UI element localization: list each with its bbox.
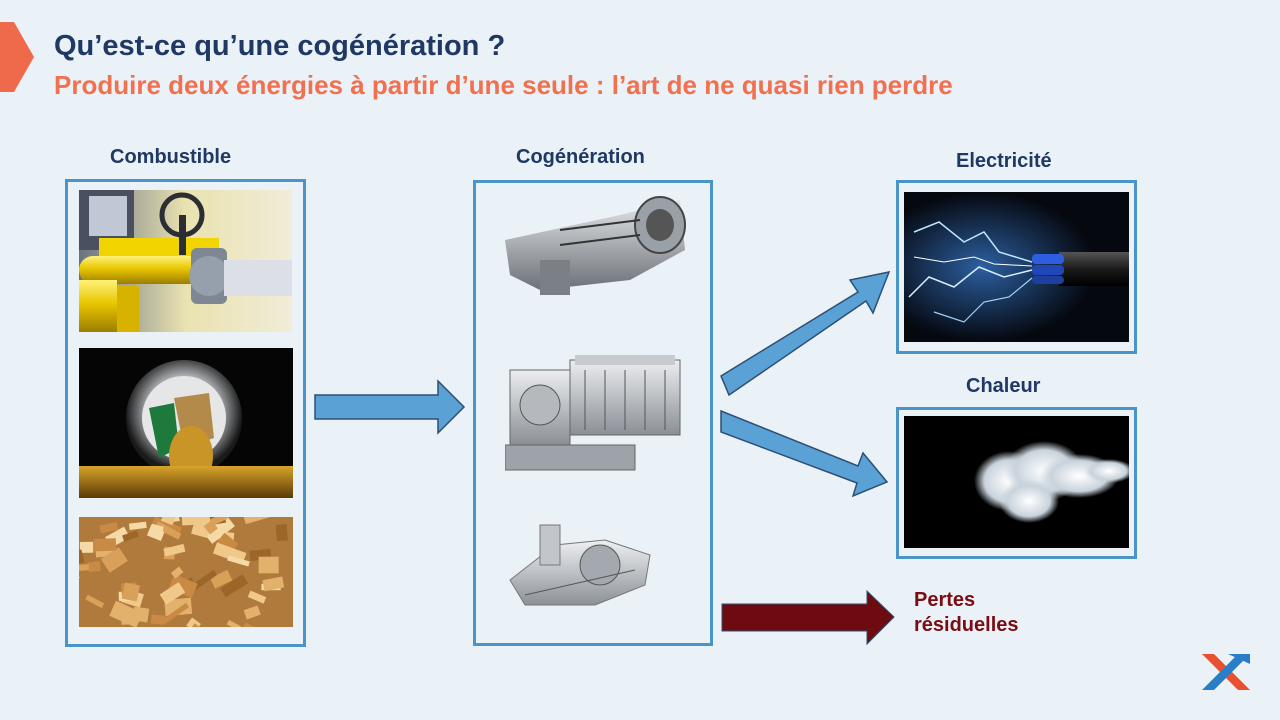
fuel-to-cogen-arrow xyxy=(315,381,464,433)
electricity-label: Electricité xyxy=(956,150,1052,173)
losses-label-line2: résiduelles xyxy=(914,613,1019,638)
heat-label: Chaleur xyxy=(966,375,1040,398)
cogeneration-label: Cogénération xyxy=(516,146,645,169)
cogen-to-electricity-arrow xyxy=(721,272,889,395)
losses-arrow xyxy=(722,591,894,644)
wood-chips-photo xyxy=(79,517,293,627)
gas-engine-image xyxy=(505,350,685,475)
electricity-cable-photo xyxy=(904,192,1129,342)
fuel-oil-photo xyxy=(79,348,293,498)
steam-cloud-photo xyxy=(904,416,1129,548)
gas-turbine-image xyxy=(500,195,690,310)
corner-accent-shape xyxy=(0,0,40,100)
losses-label-line1: Pertes xyxy=(914,588,1019,613)
gas-pipe-photo xyxy=(79,190,292,332)
page-subtitle: Produire deux énergies à partir d’une se… xyxy=(54,70,953,101)
losses-label: Pertes résiduelles xyxy=(914,588,1019,638)
page-title: Qu’est-ce qu’une cogénération ? xyxy=(54,30,505,63)
steam-turbine-image xyxy=(505,510,655,615)
company-logo xyxy=(1198,650,1254,696)
fuel-label: Combustible xyxy=(110,146,231,169)
cogen-to-heat-arrow xyxy=(721,411,887,496)
